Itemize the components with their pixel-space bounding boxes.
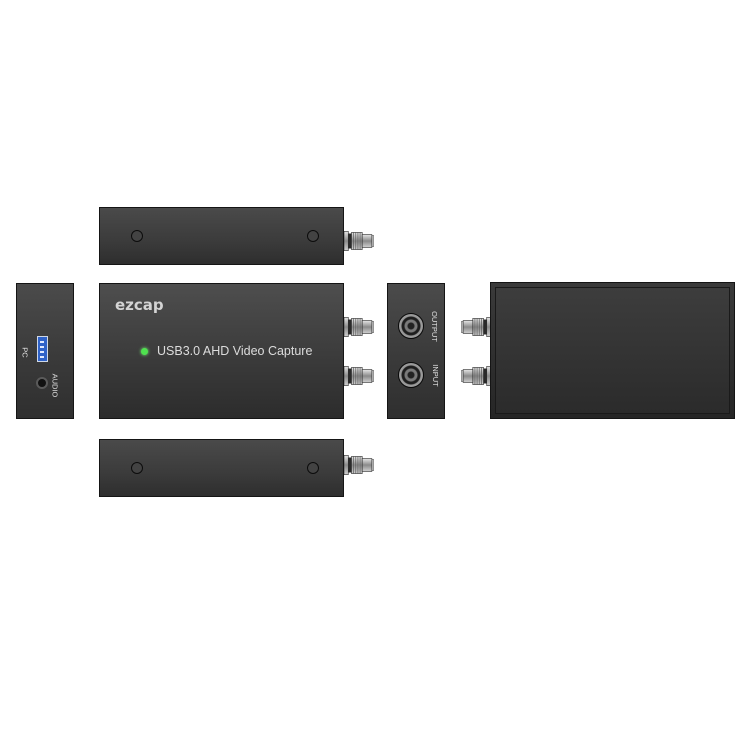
bnc-connector-icon bbox=[344, 452, 374, 478]
bnc-connector-icon bbox=[461, 363, 491, 389]
device-right-end-view: OUTPUT INPUT bbox=[387, 283, 445, 419]
bnc-output-socket-icon bbox=[398, 313, 424, 339]
bnc-connector-icon bbox=[344, 314, 374, 340]
bnc-connector-icon bbox=[461, 314, 491, 340]
output-label: OUTPUT bbox=[429, 311, 439, 342]
device-front-view: ezcap USB3.0 AHD Video Capture bbox=[99, 283, 344, 419]
product-name: USB3.0 AHD Video Capture bbox=[157, 344, 313, 358]
screw-icon bbox=[307, 462, 319, 474]
input-label: INPUT bbox=[430, 364, 440, 387]
bnc-input-socket-icon bbox=[398, 362, 424, 388]
audio-jack-icon bbox=[36, 377, 48, 389]
device-back-view bbox=[490, 282, 735, 419]
device-left-end-view: PC AUDIO bbox=[16, 283, 74, 419]
usb-port-icon bbox=[37, 336, 48, 362]
device-bottom-side-view bbox=[99, 439, 344, 497]
screw-icon bbox=[131, 462, 143, 474]
device-top-side-view bbox=[99, 207, 344, 265]
power-led-icon bbox=[141, 348, 148, 355]
brand-logo: ezcap bbox=[115, 296, 164, 314]
back-plate bbox=[495, 287, 730, 414]
pc-label: PC bbox=[20, 347, 30, 358]
bnc-connector-icon bbox=[344, 228, 374, 254]
bnc-connector-icon bbox=[344, 363, 374, 389]
audio-label: AUDIO bbox=[50, 373, 60, 398]
screw-icon bbox=[131, 230, 143, 242]
screw-icon bbox=[307, 230, 319, 242]
